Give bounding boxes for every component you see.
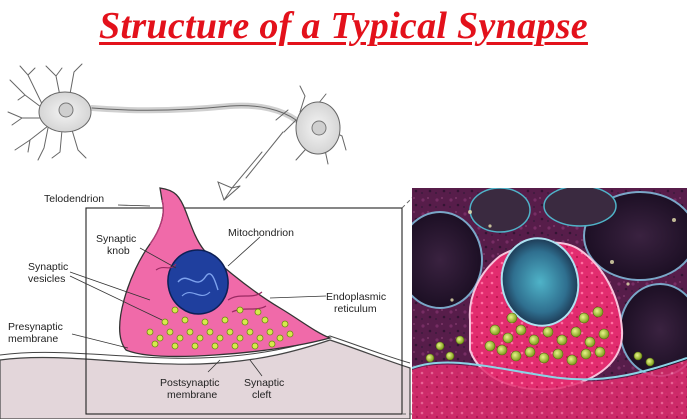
target-cell-nucleus bbox=[312, 121, 326, 135]
label-synaptic-knob: Synaptic bbox=[96, 233, 136, 245]
label-endoplasmic: Endoplasmic bbox=[326, 291, 386, 303]
label-mitochondrion: Mitochondrion bbox=[228, 227, 294, 239]
label-synaptic-knob-2: knob bbox=[107, 245, 130, 257]
label-postsynaptic-membrane: Postsynaptic bbox=[160, 377, 220, 389]
label-reticulum: reticulum bbox=[334, 303, 377, 315]
label-synaptic-cleft: Synaptic bbox=[244, 377, 284, 389]
label-presynaptic-membrane: Presynaptic bbox=[8, 321, 63, 333]
neuron-illustration bbox=[8, 64, 346, 200]
label-synaptic-vesicles-2: vesicles bbox=[28, 273, 65, 285]
neuron-nucleus bbox=[59, 103, 73, 117]
electron-micrograph bbox=[398, 186, 687, 419]
label-postsynaptic-membrane-2: membrane bbox=[167, 389, 217, 401]
label-presynaptic-membrane-2: membrane bbox=[8, 333, 58, 345]
label-synaptic-cleft-2: cleft bbox=[252, 389, 271, 401]
label-synaptic-vesicles: Synaptic bbox=[28, 261, 68, 273]
label-telodendrion: Telodendrion bbox=[44, 193, 104, 205]
